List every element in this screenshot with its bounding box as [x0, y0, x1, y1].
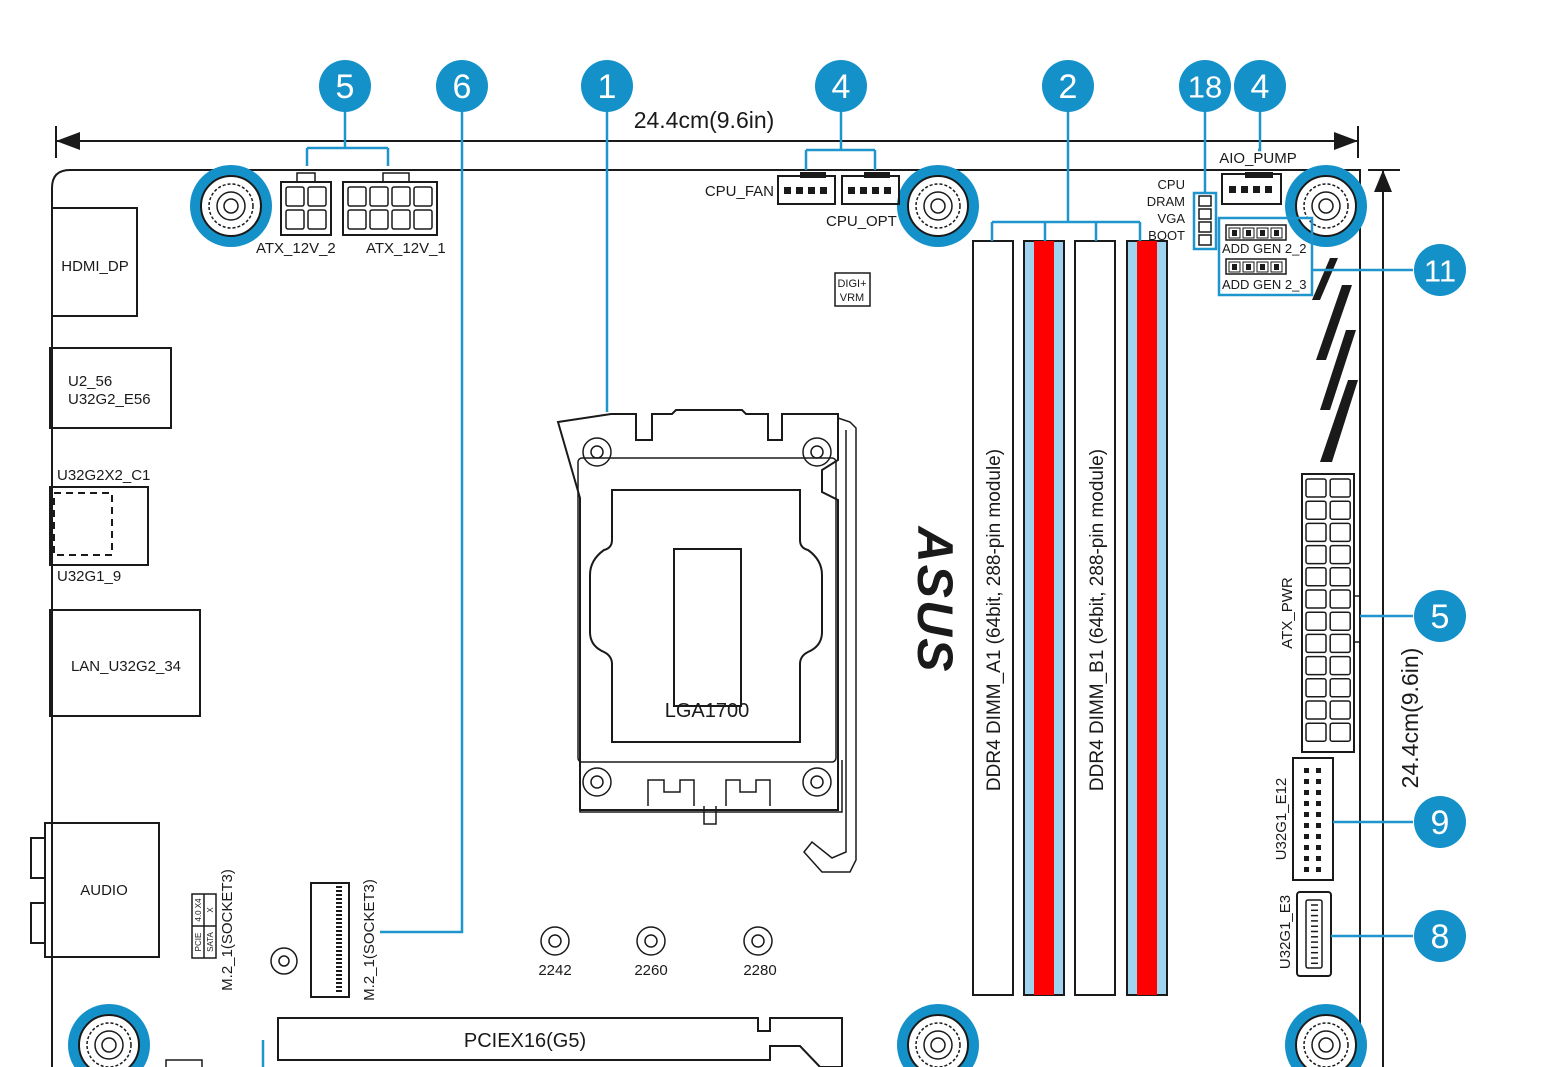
- socket-label: LGA1700: [665, 700, 750, 722]
- svg-text:PCIE: PCIE: [194, 933, 203, 952]
- asus-logo: ASUS: [907, 525, 963, 674]
- svg-text:4: 4: [1251, 68, 1270, 106]
- svg-text:2280: 2280: [743, 962, 776, 979]
- svg-text:2: 2: [1059, 68, 1078, 106]
- svg-text:4.0 X4: 4.0 X4: [194, 898, 203, 922]
- led-vga-label: VGA: [1158, 211, 1186, 226]
- svg-text:11: 11: [1424, 254, 1456, 289]
- rear-io: HDMI_DP U2_56 U32G2_E56 U32G2X2_C1 U32G1…: [30, 207, 201, 958]
- u32g1-e12-label: U32G1_E12: [1273, 778, 1290, 861]
- usb-headers: U32G1_E12 U32G1_E3: [1273, 757, 1334, 977]
- mounting-holes: [68, 165, 1367, 1067]
- u32g2x2-c1-label: U32G2X2_C1: [57, 467, 150, 484]
- svg-text:18: 18: [1188, 70, 1222, 105]
- digi-vrm-chip: DIGI+ VRM: [834, 272, 871, 307]
- svg-text:SATA: SATA: [206, 931, 215, 951]
- dimm-a1-label: DDR4 DIMM_A1 (64bit, 288-pin module): [984, 449, 1005, 791]
- pciex16-label: PCIEX16(G5): [464, 1030, 586, 1052]
- svg-text:2242: 2242: [538, 962, 571, 979]
- lan-label: LAN_U32G2_34: [71, 658, 181, 675]
- m2-right-label: M.2_1(SOCKET3): [361, 879, 378, 1001]
- callout-5-atx-pwr: 5: [1414, 590, 1466, 642]
- led-dram-label: DRAM: [1147, 194, 1185, 209]
- atx-pwr-label: ATX_PWR: [1279, 577, 1296, 649]
- hdmi-dp-label: HDMI_DP: [61, 258, 129, 275]
- svg-text:4: 4: [832, 68, 851, 106]
- u32g1-e3-header: [1296, 891, 1332, 977]
- svg-text:5: 5: [336, 68, 355, 106]
- height-dimension-label: 24.4cm(9.6in): [1397, 648, 1423, 789]
- callout-4-aio-pump: 4: [1234, 60, 1286, 112]
- atx-12v-2-label: ATX_12V_2: [256, 240, 336, 257]
- callout-1-cpu: 1: [581, 60, 633, 112]
- add-gen-headers: ADD GEN 2_2 ADD GEN 2_3: [1217, 216, 1314, 297]
- aio-pump-label: AIO_PUMP: [1219, 150, 1297, 167]
- led-boot-label: BOOT: [1148, 228, 1185, 243]
- callout-9-usb-e12: 9: [1414, 796, 1466, 848]
- tuf-logo: [1312, 258, 1358, 462]
- svg-text:1: 1: [598, 68, 617, 106]
- audio-port: [44, 822, 160, 958]
- svg-text:DIGI+: DIGI+: [837, 278, 866, 290]
- u32g1-9-label: U32G1_9: [57, 568, 121, 585]
- add-gen-2-2-label: ADD GEN 2_2: [1222, 241, 1307, 256]
- cpu-socket: LGA1700: [556, 409, 857, 873]
- callout-badges: 5 6 1 4 2 18 4 11: [319, 60, 1466, 962]
- u32g1-e3-label: U32G1_E3: [1277, 895, 1294, 969]
- audio-label: AUDIO: [80, 882, 128, 899]
- led-cpu-label: CPU: [1158, 177, 1185, 192]
- atx-12v-connectors: ATX_12V_2 ATX_12V_1: [256, 172, 446, 257]
- cpu-fan-headers: CPU_FAN CPU_OPT: [705, 172, 900, 230]
- usb-u2-56-port: [49, 347, 172, 429]
- callout-6-m2: 6: [436, 60, 488, 112]
- svg-text:X: X: [206, 907, 215, 913]
- u32g1-e12-header: [1292, 757, 1334, 881]
- svg-text:2260: 2260: [634, 962, 667, 979]
- dimm-b1-label: DDR4 DIMM_B1 (64bit, 288-pin module): [1087, 449, 1108, 791]
- callout-5-atx12v: 5: [319, 60, 371, 112]
- m2-slot: M.2_1(SOCKET3) M.2_1(SOCKET3) PCIE SATA …: [191, 869, 378, 1001]
- board-outline: [51, 169, 1361, 1067]
- u32g2-e56-label: U32G2_E56: [68, 391, 151, 408]
- cpu-fan-label: CPU_FAN: [705, 183, 774, 200]
- q-led-indicators: CPU DRAM VGA BOOT: [1147, 177, 1218, 251]
- atx-12v-1-label: ATX_12V_1: [366, 240, 446, 257]
- callout-18-qled: 18: [1179, 60, 1231, 112]
- callout-lines: [261, 111, 1413, 1067]
- callout-2-dimm: 2: [1042, 60, 1094, 112]
- callout-4-cpu-fan: 4: [815, 60, 867, 112]
- width-dimension-label: 24.4cm(9.6in): [634, 107, 775, 133]
- callout-11-addgen: 11: [1414, 244, 1466, 296]
- add-gen-2-3-label: ADD GEN 2_3: [1222, 277, 1307, 292]
- m2-standoff-positions: 2242 2260 2280: [538, 926, 777, 979]
- cpu-opt-label: CPU_OPT: [826, 213, 897, 230]
- width-dimension: 24.4cm(9.6in): [55, 105, 1359, 158]
- svg-text:9: 9: [1431, 804, 1450, 842]
- hdmi-dp-port: [51, 207, 138, 317]
- usb-c-port: [49, 486, 149, 566]
- m2-left-label: M.2_1(SOCKET3): [219, 869, 236, 991]
- svg-text:VRM: VRM: [840, 292, 864, 304]
- pciex16-slot: PCIEX16(G5): [165, 1017, 843, 1067]
- svg-text:6: 6: [453, 68, 472, 106]
- atx-pwr-connector: ATX_PWR: [1279, 473, 1361, 753]
- svg-text:8: 8: [1431, 918, 1450, 956]
- u2-56-label: U2_56: [68, 373, 112, 390]
- m2-support-table: PCIE SATA 4.0 X4 X: [191, 893, 217, 959]
- lan-usb-port: [49, 609, 201, 717]
- dimm-slots: DDR4 DIMM_A1 (64bit, 288-pin module) DDR…: [972, 240, 1168, 996]
- svg-text:5: 5: [1431, 598, 1450, 636]
- callout-8-usb-e3: 8: [1414, 910, 1466, 962]
- aio-pump-header: AIO_PUMP: [1219, 150, 1297, 205]
- height-dimension: 24.4cm(9.6in): [1368, 169, 1423, 1067]
